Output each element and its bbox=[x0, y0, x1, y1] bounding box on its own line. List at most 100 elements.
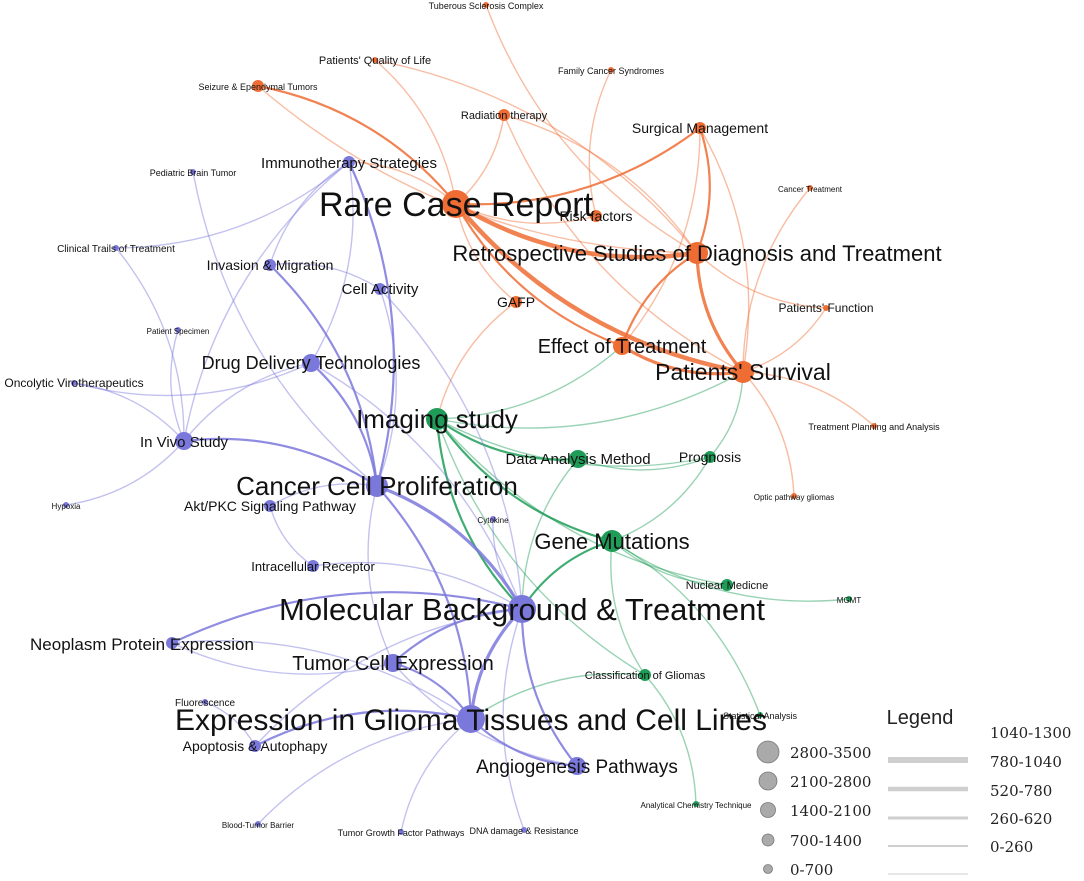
edge-mbt-ca bbox=[379, 288, 523, 610]
edge-pbt-ccp bbox=[192, 171, 378, 487]
node-label-aa: Apoptosis & Autophapy bbox=[183, 738, 328, 754]
node-pbt bbox=[190, 169, 196, 175]
node-label-gfap: GAFP bbox=[497, 294, 535, 310]
node-label-rcr: Rare Case Report bbox=[319, 186, 594, 224]
edge-ps-ivs bbox=[170, 329, 185, 442]
node-ccp bbox=[366, 475, 388, 497]
edge-is-psv bbox=[436, 371, 744, 429]
node-label-sm: Surgical Management bbox=[632, 120, 768, 136]
edge-rsdt-sm bbox=[695, 127, 711, 254]
node-sa bbox=[757, 712, 763, 718]
node-label-cyt: Cytokine bbox=[477, 516, 509, 525]
node-rt bbox=[498, 109, 510, 121]
edge-egt-tgfp bbox=[400, 718, 472, 833]
legend-node-size-1 bbox=[756, 740, 780, 764]
node-ddr bbox=[521, 827, 527, 833]
edge-tpa-psv bbox=[742, 371, 875, 427]
node-label-pql: Patients' Quality of Life bbox=[319, 55, 431, 67]
node-label-akt: Akt/PKC Signaling Pathway bbox=[184, 498, 356, 514]
node-cyt bbox=[490, 516, 496, 522]
edge-dam-mbt bbox=[521, 458, 579, 610]
node-nm bbox=[721, 579, 733, 591]
edge-egt-npe bbox=[171, 640, 472, 720]
node-label-act: Analytical Chemistry Technique bbox=[640, 801, 752, 810]
edge-mbt-npe bbox=[171, 591, 523, 644]
edge-akt-icr bbox=[269, 505, 314, 567]
edge-aa-fl bbox=[204, 701, 256, 747]
edge-rcr-pql bbox=[374, 59, 457, 205]
node-label-btb: Blood-Tumor Barrier bbox=[222, 821, 295, 830]
node-label-npe: Neoplasm Protein Expression bbox=[30, 635, 254, 654]
node-label-pf: Patients' Function bbox=[778, 301, 873, 315]
legend-edge-label-4: 260-620 bbox=[990, 810, 1052, 828]
edge-ist-im bbox=[269, 161, 350, 266]
node-label-ccp: Cancer Cell Proliferation bbox=[236, 471, 518, 501]
node-label-gm: Gene Mutations bbox=[534, 529, 689, 554]
legend-node-size-2 bbox=[758, 771, 778, 791]
legend-node-label-5: 0-700 bbox=[790, 861, 833, 879]
node-label-set: Seizure & Ependymal Tumors bbox=[198, 82, 318, 92]
legend: Legend 2800-3500 2100-2800 1400-2100 700… bbox=[756, 707, 1071, 879]
edge-rsdt-pql bbox=[374, 59, 698, 254]
node-tgfp bbox=[398, 829, 404, 835]
edge-mbt-tce bbox=[392, 607, 523, 664]
node-fcs bbox=[608, 67, 614, 73]
node-opg bbox=[791, 493, 797, 499]
edge-rcr-sm bbox=[455, 127, 701, 206]
edge-layer bbox=[65, 4, 875, 833]
edge-gfap-is bbox=[436, 301, 517, 420]
edge-is-cog bbox=[436, 418, 646, 676]
legend-node-size-4 bbox=[761, 833, 775, 847]
node-ov bbox=[71, 380, 77, 386]
edge-ccp-ivs bbox=[183, 437, 378, 487]
node-pql bbox=[372, 57, 378, 63]
node-label-ctt: Clinical Trails of Treatment bbox=[57, 244, 175, 255]
node-rcr bbox=[442, 190, 470, 218]
edge-ccp-akt bbox=[269, 483, 378, 507]
node-ct bbox=[807, 185, 813, 191]
edge-is-nm bbox=[436, 418, 728, 586]
node-label-prog: Prognosis bbox=[679, 449, 741, 465]
edge-ddt-ist bbox=[310, 161, 354, 364]
node-dam bbox=[569, 450, 587, 468]
node-label-opg: Optic pathway gliomas bbox=[754, 493, 834, 502]
node-label-tce: Tumor Cell Expression bbox=[292, 653, 494, 675]
node-aa bbox=[249, 740, 261, 752]
edge-ccp-im bbox=[269, 264, 379, 487]
edge-is-dam bbox=[436, 418, 579, 461]
node-npe bbox=[166, 637, 178, 649]
node-ivs bbox=[175, 432, 193, 450]
edge-rsdt-psv bbox=[695, 252, 745, 374]
node-ddt bbox=[302, 354, 320, 372]
legend-node-label-2: 2100-2800 bbox=[790, 773, 871, 791]
legend-edge-label-5: 0-260 bbox=[990, 838, 1033, 856]
legend-edge-label-2: 780-1040 bbox=[990, 753, 1062, 771]
edge-rcr-et bbox=[455, 203, 623, 348]
edge-mbt-ap bbox=[520, 608, 578, 767]
edge-et-sm bbox=[621, 127, 701, 347]
edge-ccp-ist bbox=[348, 161, 395, 487]
edge-mbt-ddt bbox=[310, 362, 523, 610]
edge-mbt-aa bbox=[254, 608, 523, 747]
edge-hyp-ivs bbox=[65, 440, 185, 506]
edge-mbt-egt bbox=[469, 607, 524, 720]
node-tce bbox=[384, 654, 402, 672]
node-label-ct: Cancer Treatment bbox=[778, 185, 843, 194]
edge-is-mbt bbox=[435, 418, 523, 610]
node-rsdt bbox=[686, 242, 708, 264]
node-label-icr: Intracellular Receptor bbox=[251, 559, 375, 574]
node-fl bbox=[202, 699, 208, 705]
edge-opg-psv bbox=[742, 371, 795, 497]
legend-node-label-4: 700-1400 bbox=[790, 832, 862, 850]
edge-rcr-rsdt bbox=[454, 202, 698, 260]
edge-rt-psv bbox=[503, 114, 744, 373]
node-label-et: Effect of Treatment bbox=[538, 336, 707, 358]
node-label-fl: Fluorescence bbox=[175, 698, 235, 709]
node-btb bbox=[255, 821, 261, 827]
node-sm bbox=[694, 122, 706, 134]
edge-egt-ccp bbox=[376, 485, 473, 720]
node-pf bbox=[823, 305, 829, 311]
node-tpa bbox=[871, 423, 877, 429]
